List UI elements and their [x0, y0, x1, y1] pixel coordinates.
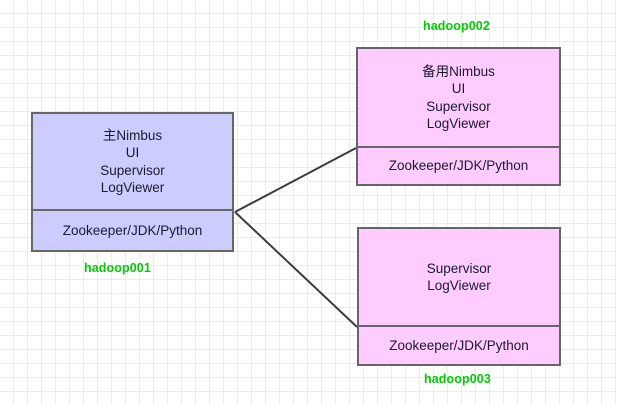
node-hadoop003-services: Supervisor LogViewer	[359, 229, 559, 325]
node-hadoop001-services: 主Nimbus UI Supervisor LogViewer	[33, 114, 232, 209]
node-hadoop001-base: Zookeeper/JDK/Python	[33, 209, 232, 250]
service-item: LogViewer	[427, 278, 491, 293]
node-base-label: Zookeeper/JDK/Python	[389, 337, 529, 353]
service-item: 主Nimbus	[102, 127, 163, 143]
node-hadoop002[interactable]: 备用Nimbus UI Supervisor LogViewer Zookeep…	[356, 47, 561, 186]
service-item: Supervisor	[100, 162, 165, 178]
service-item: LogViewer	[100, 180, 165, 195]
service-item: Supervisor	[426, 260, 492, 276]
connector-hadoop001-hadoop003	[234, 211, 358, 328]
node-hadoop002-base: Zookeeper/JDK/Python	[358, 146, 559, 184]
service-item: 备用Nimbus	[422, 63, 495, 79]
host-label-hadoop002: hadoop002	[423, 19, 490, 33]
service-item: Supervisor	[426, 98, 491, 114]
node-hadoop003[interactable]: Supervisor LogViewer Zookeeper/JDK/Pytho…	[357, 227, 561, 366]
connector-hadoop001-hadoop002	[234, 147, 357, 213]
host-label-hadoop001: hadoop001	[84, 261, 151, 275]
node-hadoop002-services: 备用Nimbus UI Supervisor LogViewer	[358, 49, 559, 146]
node-hadoop003-base: Zookeeper/JDK/Python	[359, 325, 559, 364]
service-item: UI	[125, 145, 140, 160]
node-hadoop001[interactable]: 主Nimbus UI Supervisor LogViewer Zookeepe…	[31, 112, 234, 252]
node-base-label: Zookeeper/JDK/Python	[388, 158, 529, 174]
host-label-hadoop003: hadoop003	[424, 372, 491, 386]
node-base-label: Zookeeper/JDK/Python	[62, 222, 203, 238]
service-item: LogViewer	[426, 116, 491, 131]
service-item: UI	[451, 81, 466, 96]
